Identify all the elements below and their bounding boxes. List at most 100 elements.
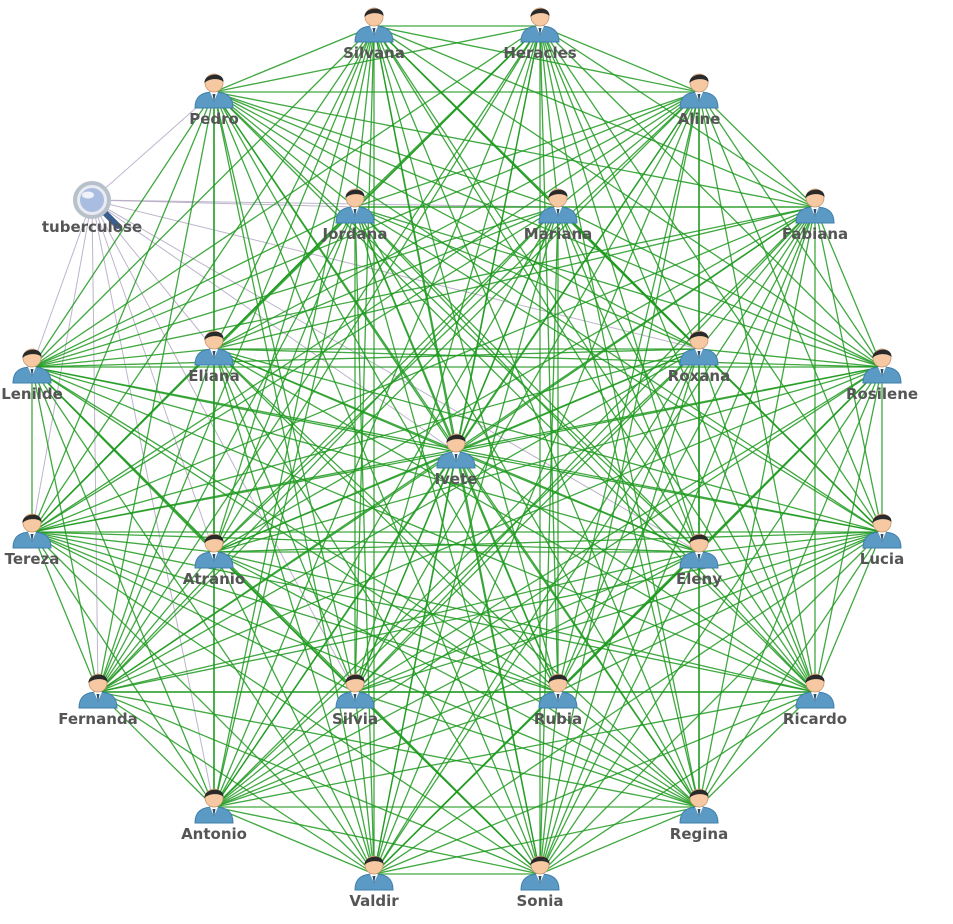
person-icon [12,348,52,384]
link-edge [213,206,356,808]
person-node[interactable]: Roxana [668,330,730,385]
link-edge [97,551,215,693]
link-edge [31,348,700,533]
link-edge [539,25,883,533]
link-edge [213,91,700,350]
link-edge [213,25,375,350]
link-edge [539,25,559,208]
person-node[interactable]: Tereza [5,513,60,568]
link-edge [539,551,700,875]
person-icon [354,7,394,43]
person-node[interactable]: Mariana [524,188,593,243]
person-node[interactable]: Atranio [183,533,245,588]
person-node[interactable]: Valdir [349,855,399,910]
link-edge [213,91,700,553]
person-node[interactable]: Rubia [534,673,582,728]
link-edge [698,691,816,808]
person-node[interactable]: Silvana [343,7,405,62]
link-edge [455,451,816,693]
link-edge [31,531,356,693]
link-edge [373,451,457,875]
node-label: Heracles [503,44,576,62]
topic-edge [91,199,215,808]
link-edge [557,206,883,368]
link-edge [698,531,883,808]
link-edge [698,91,816,208]
link-edge [455,366,883,453]
node-label: Roxana [668,367,730,385]
link-edge [31,366,559,693]
person-node[interactable]: Pedro [189,73,239,128]
link-edge [698,206,816,350]
link-edge [213,91,356,693]
link-edge [213,348,883,368]
node-label: Fernanda [58,710,138,728]
link-edge [97,91,700,693]
person-node[interactable]: Regina [670,788,728,843]
person-node[interactable]: Ivete [435,433,478,488]
link-edge [557,531,883,693]
person-node[interactable]: Sonia [516,855,564,910]
link-edge [31,531,215,553]
person-node[interactable]: Fernanda [58,673,138,728]
link-edge [31,366,215,808]
link-edge [213,348,559,693]
person-node[interactable]: Eleny [676,533,722,588]
link-edge [698,348,883,368]
link-edge [97,206,356,693]
person-node[interactable]: Ricardo [783,673,847,728]
edges-layer [31,25,883,875]
link-edge [557,206,816,693]
magnifier-icon [73,181,121,229]
link-edge [213,91,883,533]
person-node[interactable]: Antonio [181,788,247,843]
person-node[interactable]: Fabiana [782,188,848,243]
link-edge [97,691,215,808]
person-node[interactable]: Jordana [322,188,388,243]
link-edge [31,531,700,808]
node-label: Ricardo [783,710,847,728]
person-node[interactable]: Silvia [332,673,378,728]
link-edge [213,551,356,693]
link-edge [539,691,816,875]
link-edge [539,806,700,875]
link-edge [213,551,559,693]
link-edge [557,206,700,808]
link-edge [213,806,541,875]
link-edge [698,206,816,808]
person-node[interactable]: Aline [678,73,721,128]
link-edge [213,25,375,93]
person-node[interactable]: Heracles [503,7,577,62]
person-icon [679,788,719,824]
link-edge [213,348,883,533]
topic-edge [91,199,356,208]
link-edge [373,25,457,453]
link-edge [539,531,883,875]
link-edge [557,91,700,208]
link-edge [213,91,559,208]
topic-node[interactable]: tuberculose [42,181,142,236]
link-edge [97,531,883,693]
person-node[interactable]: Lucia [860,513,904,568]
link-edge [213,348,816,693]
link-edge [31,531,99,693]
person-icon [538,188,578,224]
link-edge [455,91,700,453]
link-edge [31,366,375,875]
link-edge [539,25,883,368]
person-icon [335,673,375,709]
person-node[interactable]: Eliana [188,330,240,385]
person-icon [520,7,560,43]
person-icon [795,673,835,709]
link-edge [455,348,700,453]
person-node[interactable]: Rosilene [846,348,918,403]
person-icon [194,73,234,109]
link-edge [213,25,541,808]
person-node[interactable]: Lenilde [1,348,63,403]
link-edge [213,91,356,208]
node-label: Tereza [5,550,60,568]
link-edge [698,91,883,368]
node-label: Lenilde [1,385,63,403]
